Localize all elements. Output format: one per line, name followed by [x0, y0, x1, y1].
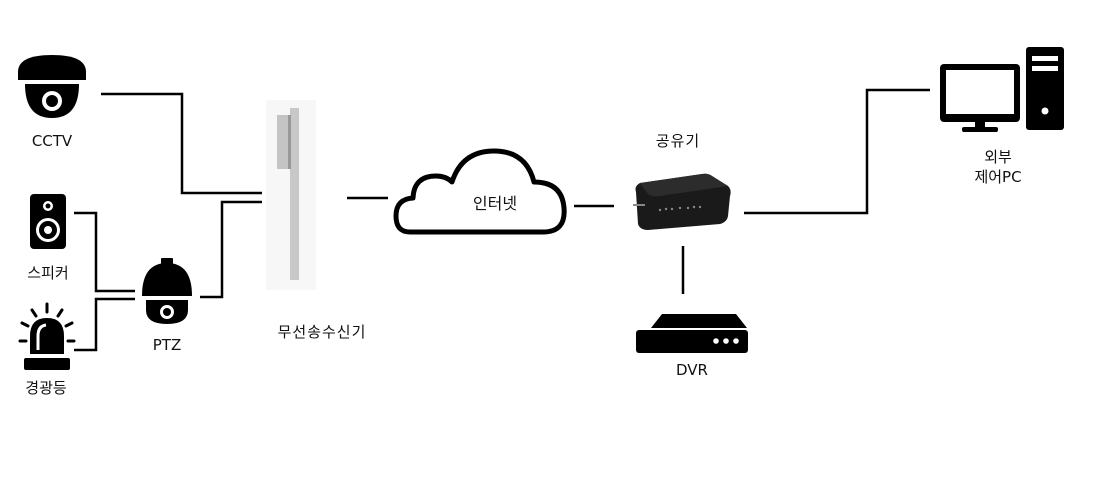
pc-label-line1: 외부 [984, 148, 1012, 166]
edge-warning-light-ptz [74, 297, 135, 352]
pc-label-line2: 제어PC [974, 168, 1022, 186]
router-label: 공유기 [655, 132, 701, 150]
dvr-icon [636, 314, 748, 353]
edge-cctv-wireless [101, 92, 262, 195]
speaker-icon [30, 194, 66, 249]
dvr-label: DVR [676, 361, 708, 379]
desktop-pc-icon [940, 47, 1064, 132]
warning-light-icon [18, 302, 76, 370]
warning-light-label: 경광등 [25, 379, 67, 397]
edge-ptz-wireless [200, 200, 262, 299]
speaker-label: 스피커 [27, 264, 69, 282]
router-icon [633, 173, 731, 230]
internet-label: 인터넷 [472, 194, 518, 213]
dome-camera-icon [18, 55, 86, 118]
ptz-label: PTZ [152, 336, 182, 354]
connections [74, 88, 930, 352]
ptz-camera-icon [142, 258, 192, 324]
cctv-label: CCTV [31, 132, 73, 150]
wireless-label: 무선송수신기 [277, 323, 367, 341]
edge-router-pc [744, 88, 930, 215]
cloud-icon [393, 148, 567, 235]
edge-speaker-ptz [74, 211, 135, 293]
wireless-transceiver-icon [266, 100, 316, 290]
